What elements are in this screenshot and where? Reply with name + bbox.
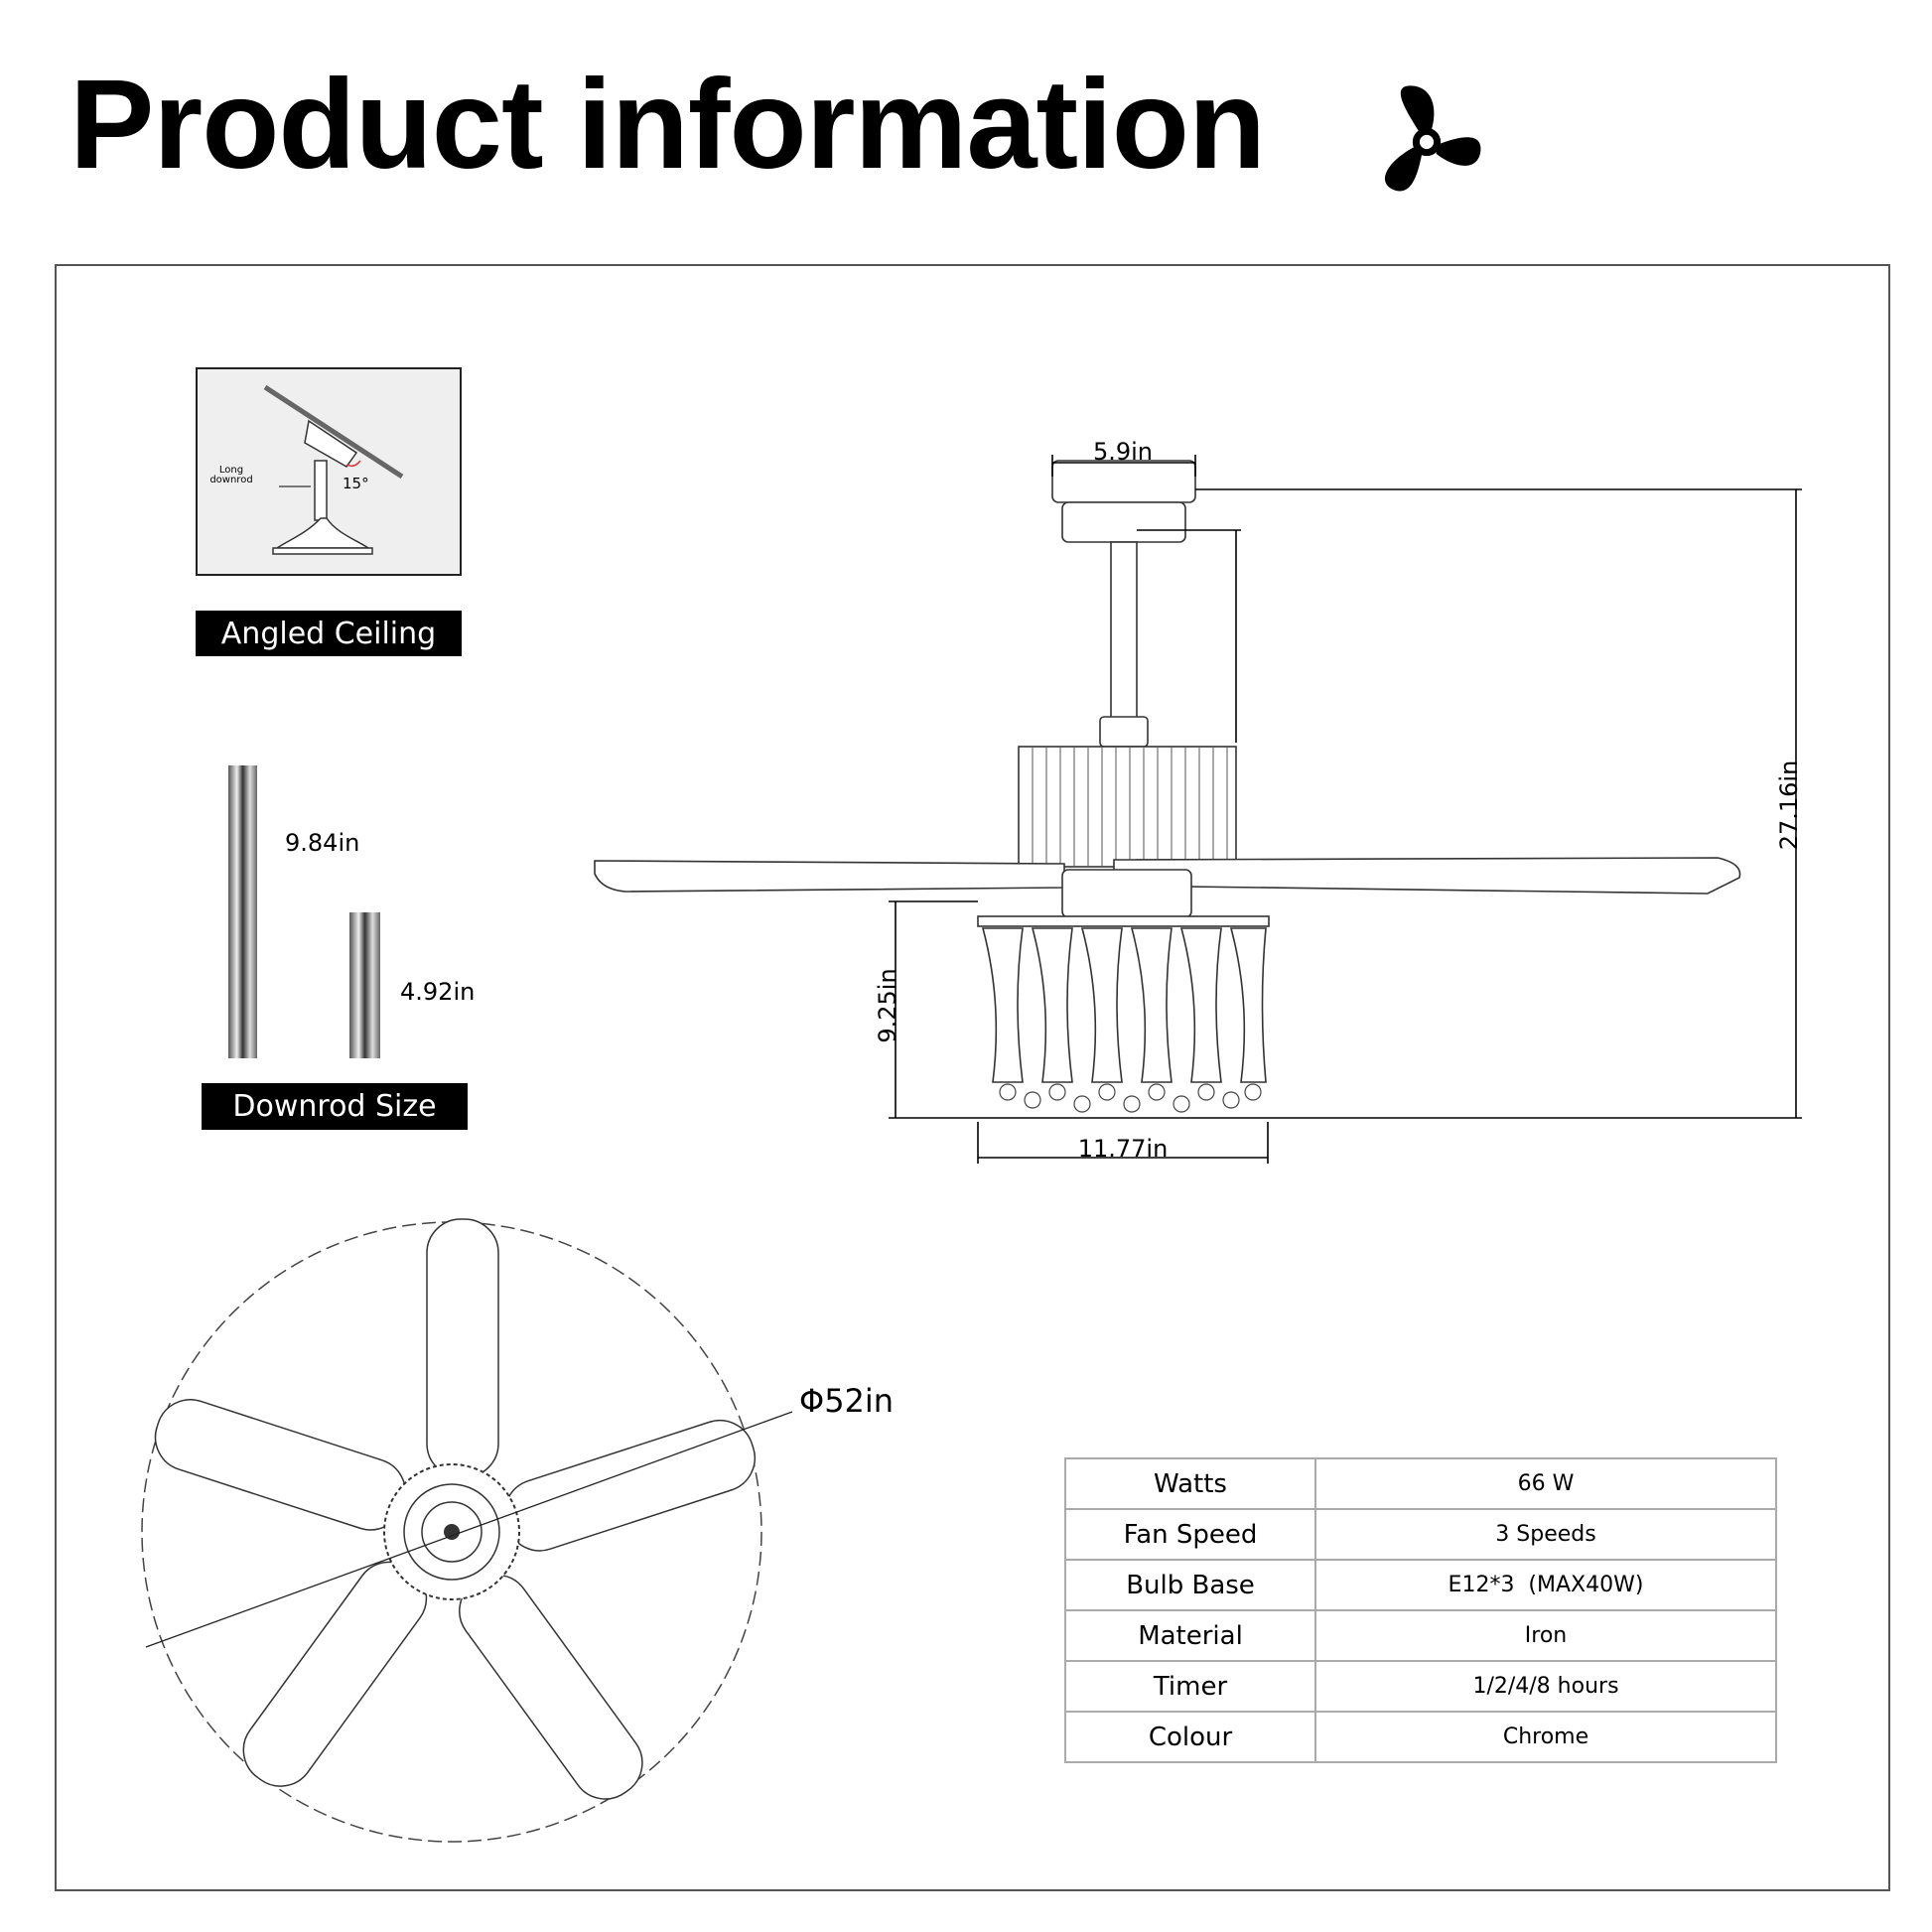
fan-icon: [1384, 85, 1481, 192]
angled-ceiling-label: Angled Ceiling: [196, 611, 462, 656]
light-width-label: 11.77in: [1078, 1135, 1169, 1163]
light-height-label: 9.25in: [874, 968, 901, 1042]
downrod-label: downrod: [209, 475, 252, 485]
dimension-lines: [889, 455, 1802, 1164]
spec-value: Iron: [1314, 1609, 1777, 1662]
canopy-width-label: 5.9in: [1093, 438, 1153, 466]
total-height-label: 27.16in: [1775, 760, 1803, 851]
page-title: Product information: [69, 54, 1266, 196]
spec-key: Timer: [1064, 1660, 1316, 1713]
spec-key: Bulb Base: [1064, 1559, 1316, 1611]
spec-key: Colour: [1064, 1711, 1316, 1763]
short-downrod-length: 4.92in: [400, 978, 476, 1006]
spec-value: 66 W: [1314, 1457, 1777, 1510]
diameter-label: Φ52in: [799, 1382, 894, 1420]
spec-key: Material: [1064, 1609, 1316, 1662]
content-frame: [55, 264, 1890, 1891]
fan-top-view: [141, 1218, 793, 1843]
short-downrod: [349, 912, 380, 1058]
angle-label: 15°: [343, 475, 369, 492]
long-downrod-length: 9.84in: [285, 829, 360, 857]
spec-key: Watts: [1064, 1457, 1316, 1510]
spec-key: Fan Speed: [1064, 1508, 1316, 1561]
angled-ceiling-diagram: Long downrod 15°: [196, 367, 462, 576]
spec-value: 1/2/4/8 hours: [1314, 1660, 1777, 1713]
long-label: Long: [219, 465, 243, 476]
spec-value: E12*3 (MAX40W): [1314, 1559, 1777, 1611]
fan-side-view: [594, 460, 1741, 1113]
spec-value: 3 Speeds: [1314, 1508, 1777, 1561]
spec-value: Chrome: [1314, 1711, 1777, 1763]
long-downrod: [228, 765, 257, 1058]
downrod-size-label: Downrod Size: [202, 1083, 468, 1130]
